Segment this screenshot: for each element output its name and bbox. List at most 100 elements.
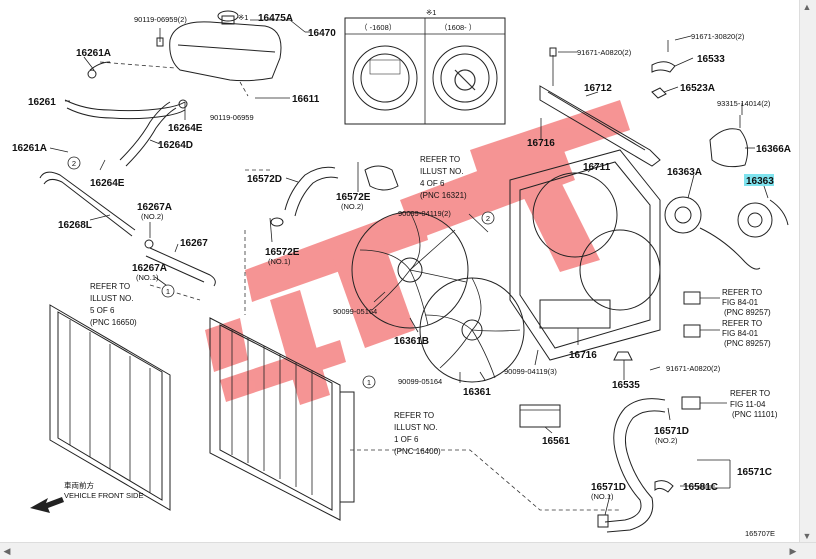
svg-text:ILLUST NO.: ILLUST NO.	[394, 423, 437, 432]
label-91671-A0820-2b: 91671-A0820(2)	[666, 364, 721, 373]
label-91671-30820-2: 91671-30820(2)	[691, 32, 745, 41]
label-16470: 16470	[308, 28, 336, 39]
label-16268L: 16268L	[58, 220, 92, 231]
label-93315-14014-2: 93315-14014(2)	[717, 99, 771, 108]
label-no2-a: (NO.2)	[141, 212, 164, 221]
ref-note-pnc-89257-b[interactable]: REFER TO FIG 84-01 (PNC 89257)	[722, 319, 771, 348]
svg-text:(PNC 89257): (PNC 89257)	[724, 308, 771, 317]
label-16475A: 16475A	[258, 13, 293, 24]
label-90119-06959-2: 90119-06959(2)	[134, 15, 187, 24]
label-16581C: 16581C	[683, 482, 718, 493]
label-90099-05164-b: 90099-05164	[398, 377, 442, 386]
vehicle-front-en: VEHICLE FRONT SIDE	[64, 491, 143, 500]
svg-text:1: 1	[166, 287, 170, 296]
vertical-scrollbar[interactable]: ▲ ▼	[799, 0, 816, 559]
ref-note-pnc-16400[interactable]: REFER TO ILLUST NO. 1 OF 6 (PNC 16400)	[394, 411, 441, 456]
fan-blade-16361	[419, 277, 525, 383]
svg-text:ILLUST NO.: ILLUST NO.	[420, 167, 463, 176]
ref-note-pnc-89257-a[interactable]: REFER TO FIG 84-01 (PNC 89257)	[722, 288, 771, 317]
horizontal-scrollbar[interactable]: ◀ ▶	[0, 542, 816, 559]
label-16533: 16533	[697, 54, 725, 65]
label-91671-A0820-2a: 91671-A0820(2)	[577, 48, 632, 57]
svg-text:REFER TO: REFER TO	[722, 288, 762, 297]
svg-text:REFER TO: REFER TO	[730, 389, 770, 398]
label-16572D: 16572D	[247, 174, 282, 185]
label-16361B: 16361B	[394, 336, 429, 347]
label-16264D: 16264D	[158, 140, 193, 151]
ref-note-pnc-16650[interactable]: REFER TO ILLUST NO. 5 OF 6 (PNC 16650)	[90, 282, 137, 327]
label-16366A: 16366A	[756, 144, 791, 155]
label-16267A-2: 16267A	[137, 202, 172, 213]
vehicle-front-arrow-icon	[30, 497, 64, 513]
svg-text:REFER TO: REFER TO	[722, 319, 762, 328]
label-16361: 16361	[463, 387, 491, 398]
label-16261A-mid: 16261A	[12, 143, 47, 154]
label-no1-c: (NO.1)	[591, 492, 614, 501]
label-no2-c: (NO.2)	[655, 436, 678, 445]
radiator	[209, 317, 355, 521]
marker-circle-2b: 2	[481, 211, 495, 225]
fan-motor-16363A	[664, 196, 761, 270]
svg-text:2: 2	[486, 214, 490, 223]
ref-note-pnc-11101[interactable]: REFER TO FIG 11-04 (PNC 11101)	[730, 389, 778, 419]
svg-text:(PNC 16650): (PNC 16650)	[90, 318, 137, 327]
cap-variants-box	[344, 17, 506, 125]
vehicle-front-cn: 車両前方	[64, 480, 94, 490]
label-16261A-top: 16261A	[76, 48, 111, 59]
label-16363A: 16363A	[667, 167, 702, 178]
label-90119-06959: 90119-06959	[210, 113, 254, 122]
svg-text:REFER TO: REFER TO	[90, 282, 130, 291]
svg-text:1: 1	[367, 378, 371, 387]
label-16264E-top: 16264E	[168, 123, 203, 134]
label-90099-04119-3: 90099-04119(3)	[504, 367, 557, 376]
svg-text:2: 2	[72, 159, 76, 168]
label-16535: 16535	[612, 380, 640, 391]
diagram-code: 165707E	[745, 529, 775, 538]
reservoir-tank	[169, 10, 282, 82]
label-16523A: 16523A	[680, 83, 715, 94]
label-16571D-a: 16571D	[654, 426, 689, 437]
fan-motor-16363	[737, 199, 789, 238]
ref-note-pnc-16321[interactable]: REFER TO ILLUST NO. 4 OF 6 (PNC 16321)	[420, 155, 467, 200]
scroll-right-icon[interactable]: ▶	[789, 545, 797, 556]
label-90099-05164-a: 90099-05164	[333, 307, 377, 316]
label-16716-b: 16716	[569, 350, 597, 361]
fan-blade-16361B	[351, 211, 469, 329]
svg-text:REFER TO: REFER TO	[394, 411, 434, 420]
label-16711: 16711	[583, 162, 611, 173]
watermark-logo	[205, 100, 630, 405]
marker-circle-1b: 1	[362, 375, 376, 389]
label-16716-a: 16716	[527, 138, 555, 149]
header-note: ※1	[426, 8, 436, 17]
fan-shroud	[509, 149, 661, 361]
label-90099-04119-2: 90099-04119(2)	[398, 209, 451, 218]
marker-circle-1a: 1	[161, 284, 175, 298]
label-16572E-low: 16572E	[265, 247, 300, 258]
label-16261: 16261	[28, 97, 56, 108]
label-16264E-mid: 16264E	[90, 178, 125, 189]
scroll-left-icon[interactable]: ◀	[3, 545, 11, 556]
cap-left-label: （ -1608）	[360, 23, 396, 32]
svg-text:REFER TO: REFER TO	[420, 155, 460, 164]
svg-text:(PNC 16321): (PNC 16321)	[420, 191, 467, 200]
svg-text:(PNC 11101): (PNC 11101)	[732, 410, 778, 419]
label-16561: 16561	[542, 436, 570, 447]
label-16572E-top: 16572E	[336, 192, 371, 203]
label-16267A-1: 16267A	[132, 263, 167, 274]
label-no1-b: (NO.1)	[268, 257, 291, 266]
scroll-down-icon[interactable]: ▼	[802, 531, 812, 541]
scroll-up-icon[interactable]: ▲	[802, 2, 812, 12]
cap-right-label: （1608- ）	[440, 23, 476, 32]
svg-text:FIG 84-01: FIG 84-01	[722, 298, 759, 307]
label-16363-highlighted[interactable]: 16363	[746, 176, 774, 187]
label-16571D-b: 16571D	[591, 482, 626, 493]
svg-text:ILLUST NO.: ILLUST NO.	[90, 294, 133, 303]
svg-text:5 OF 6: 5 OF 6	[90, 306, 115, 315]
label-16571C: 16571C	[737, 467, 772, 478]
svg-text:FIG 84-01: FIG 84-01	[722, 329, 759, 338]
label-no1-a: (NO.1)	[136, 273, 159, 282]
marker-circle-2a: 2	[67, 156, 81, 170]
svg-text:(PNC 16400): (PNC 16400)	[394, 447, 441, 456]
svg-text:(PNC 89257): (PNC 89257)	[724, 339, 771, 348]
